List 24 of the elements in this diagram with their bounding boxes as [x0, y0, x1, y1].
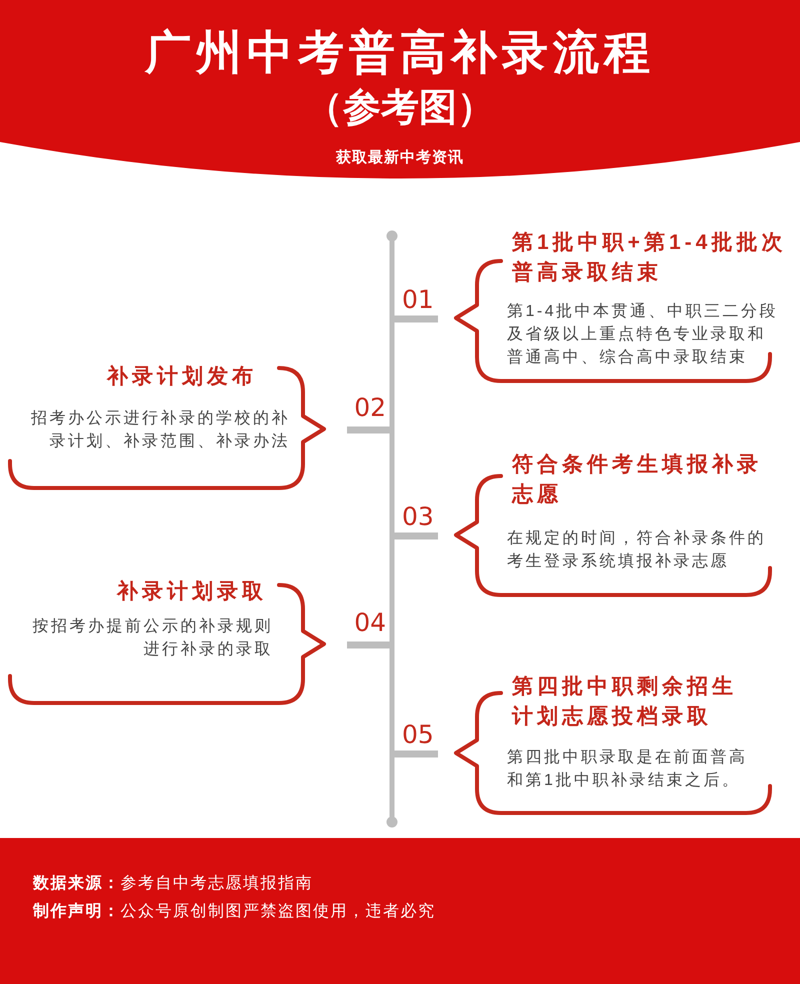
- step-heading: 符合条件考生填报补录志愿: [512, 452, 763, 508]
- title: 广州中考普高补录流程: [144, 25, 656, 80]
- copyright-note: 制作声明：公众号原创制图严禁盗图使用，违者必究: [33, 902, 436, 922]
- step-description: 第1-4批中本贯通、中职三二分段及省级以上重点特色专业录取和普通高中、综合高中录取结束: [507, 302, 780, 368]
- step-number: 04: [354, 608, 386, 638]
- promo-text: 获取最新中考资讯: [335, 148, 465, 168]
- source-note: 数据来源：参考自中考志愿填报指南: [33, 874, 314, 894]
- bracket-callout: [7, 577, 327, 706]
- step-number: 01: [402, 285, 434, 315]
- step-description: 在规定的时间，符合补录条件的考生登录系统填报补录志愿: [507, 528, 767, 572]
- step-number: 03: [402, 502, 434, 532]
- step-number: 02: [354, 393, 386, 423]
- step-description: 按招考办提前公示的补录规则进行补录的录取: [32, 616, 273, 660]
- bracket-callout: [453, 672, 773, 816]
- step-heading: 第1批中职+第1-4批批次普高录取结束: [512, 230, 788, 286]
- subtitle: （参考图）: [304, 86, 496, 131]
- step-heading: 补录计划发布: [106, 364, 257, 390]
- bracket-callout: [453, 450, 775, 598]
- step-number: 05: [402, 720, 434, 750]
- bracket-callout: [7, 362, 327, 491]
- step-heading: 补录计划录取: [116, 578, 267, 605]
- step-description: 第四批中职录取是在前面普高和第1批中职补录结束之后。: [507, 747, 748, 790]
- step-heading: 第四批中职剩余招生计划志愿投档录取: [512, 674, 738, 730]
- step-description: 招考办公示进行补录的学校的补录计划、补录范围、补录办法: [30, 408, 290, 452]
